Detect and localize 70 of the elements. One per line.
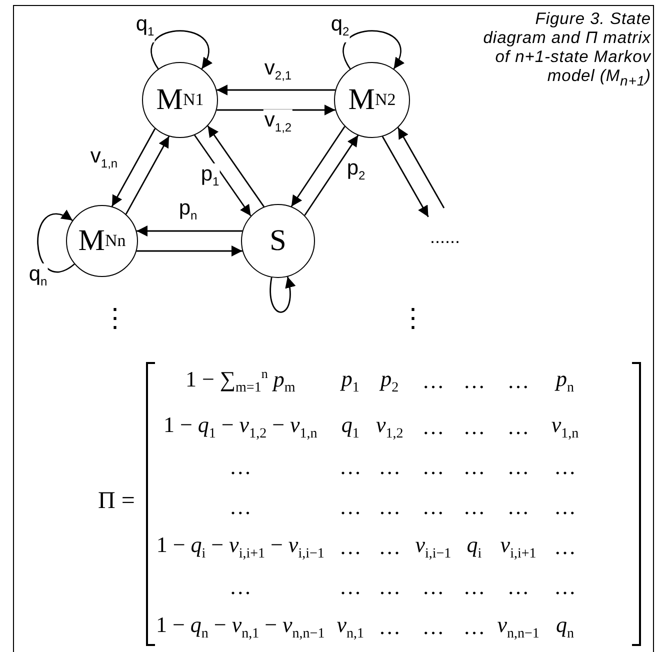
matrix-entry: … bbox=[421, 413, 446, 441]
matrix-entry: … bbox=[338, 453, 362, 481]
matrix-entry: 1 − q$_{n}$ − v$_{n,1}$ − v$_{n,n−1}$ bbox=[155, 610, 326, 644]
matrix-entry: … bbox=[378, 493, 402, 521]
matrix-entry: q$_{1}$ bbox=[340, 410, 360, 444]
matrix-entry: 1 − ∑$_{m=1}$$^{n}$ p$_{m}$ bbox=[184, 364, 296, 398]
arrow bbox=[207, 126, 265, 208]
vertical-ellipsis: ⋮ bbox=[102, 302, 128, 334]
matrix-entry: … bbox=[421, 493, 446, 521]
matrix-entry: … bbox=[462, 367, 486, 395]
matrix-entry: … bbox=[552, 533, 577, 561]
matrix-entry: v$_{n,n−1}$ bbox=[496, 610, 540, 644]
matrix-entry: … bbox=[552, 573, 577, 601]
matrix-entry: … bbox=[462, 573, 486, 601]
matrix-entry: … bbox=[506, 413, 530, 441]
matrix-entry: … bbox=[378, 533, 402, 561]
arrow bbox=[290, 126, 346, 207]
arrow bbox=[382, 136, 429, 218]
matrix-entry: … bbox=[462, 453, 486, 481]
matrix-entry: … bbox=[378, 613, 402, 641]
matrix-entry: … bbox=[228, 453, 252, 481]
arrow bbox=[136, 246, 242, 256]
self-loop-arrow bbox=[270, 276, 296, 313]
matrix-entry: … bbox=[421, 367, 446, 395]
arrow bbox=[111, 128, 156, 207]
matrix-entry: … bbox=[506, 573, 530, 601]
matrix-entry: … bbox=[506, 367, 530, 395]
arrow bbox=[304, 134, 359, 216]
matrix-entry: … bbox=[462, 413, 486, 441]
matrix-entry: v$_{n,1}$ bbox=[336, 610, 365, 644]
ellipsis-text: ...... bbox=[423, 210, 467, 248]
matrix-symbol: Π = bbox=[98, 488, 135, 515]
matrix-entry: … bbox=[228, 493, 252, 521]
arrow bbox=[398, 127, 445, 208]
matrix-entry: … bbox=[338, 533, 362, 561]
matrix-entry: … bbox=[378, 573, 402, 601]
vertical-ellipsis: ⋮ bbox=[400, 302, 426, 334]
matrix-entry: v$_{i,i−1}$ bbox=[414, 530, 452, 564]
matrix-entry: q$_{n}$ bbox=[554, 610, 575, 644]
matrix-entry: … bbox=[552, 493, 577, 521]
arrow bbox=[216, 84, 336, 96]
matrix-entry: q$_{i}$ bbox=[466, 530, 483, 564]
self-loop-arrow bbox=[342, 30, 404, 70]
matrix-entry: … bbox=[228, 573, 252, 601]
matrix-entry: v$_{i,i+1}$ bbox=[499, 530, 538, 564]
matrix-entry: … bbox=[338, 573, 362, 601]
matrix-entry: … bbox=[421, 573, 446, 601]
matrix-entry: … bbox=[462, 613, 486, 641]
matrix-entry: 1 − q$_{i}$ − v$_{i,i+1}$ − v$_{i,i−1}$ bbox=[155, 530, 326, 564]
arrow bbox=[194, 134, 252, 216]
matrix-entry: … bbox=[462, 493, 486, 521]
state-circle: S bbox=[241, 204, 315, 278]
matrix-entry: v$_{1,n}$ bbox=[550, 410, 580, 444]
matrix-entry: … bbox=[506, 493, 530, 521]
arrow bbox=[136, 226, 242, 236]
matrix-entry: p$_{2}$ bbox=[378, 364, 400, 398]
figure-caption: Figure 3. State diagram and Π matrix of n+1-state Markov model (M$_{n+1}$) bbox=[482, 10, 651, 90]
matrix-entry: 1 − q$_{1}$ − v$_{1,2}$ − v$_{1,n}$ bbox=[162, 410, 318, 444]
matrix-entry: v$_{1,2}$ bbox=[374, 410, 404, 444]
matrix-entry: … bbox=[378, 453, 402, 481]
matrix-entry: p$_{1}$ bbox=[339, 364, 360, 398]
matrix-entry: … bbox=[338, 493, 362, 521]
arrow bbox=[125, 136, 170, 215]
matrix-entry: … bbox=[421, 613, 446, 641]
self-loop-arrow bbox=[37, 210, 75, 272]
matrix-entry: … bbox=[421, 453, 446, 481]
self-loop-arrow bbox=[150, 30, 212, 70]
matrix-entry: … bbox=[506, 453, 530, 481]
matrix-entry: p$_{n}$ bbox=[554, 364, 575, 398]
matrix-entry: … bbox=[552, 453, 577, 481]
